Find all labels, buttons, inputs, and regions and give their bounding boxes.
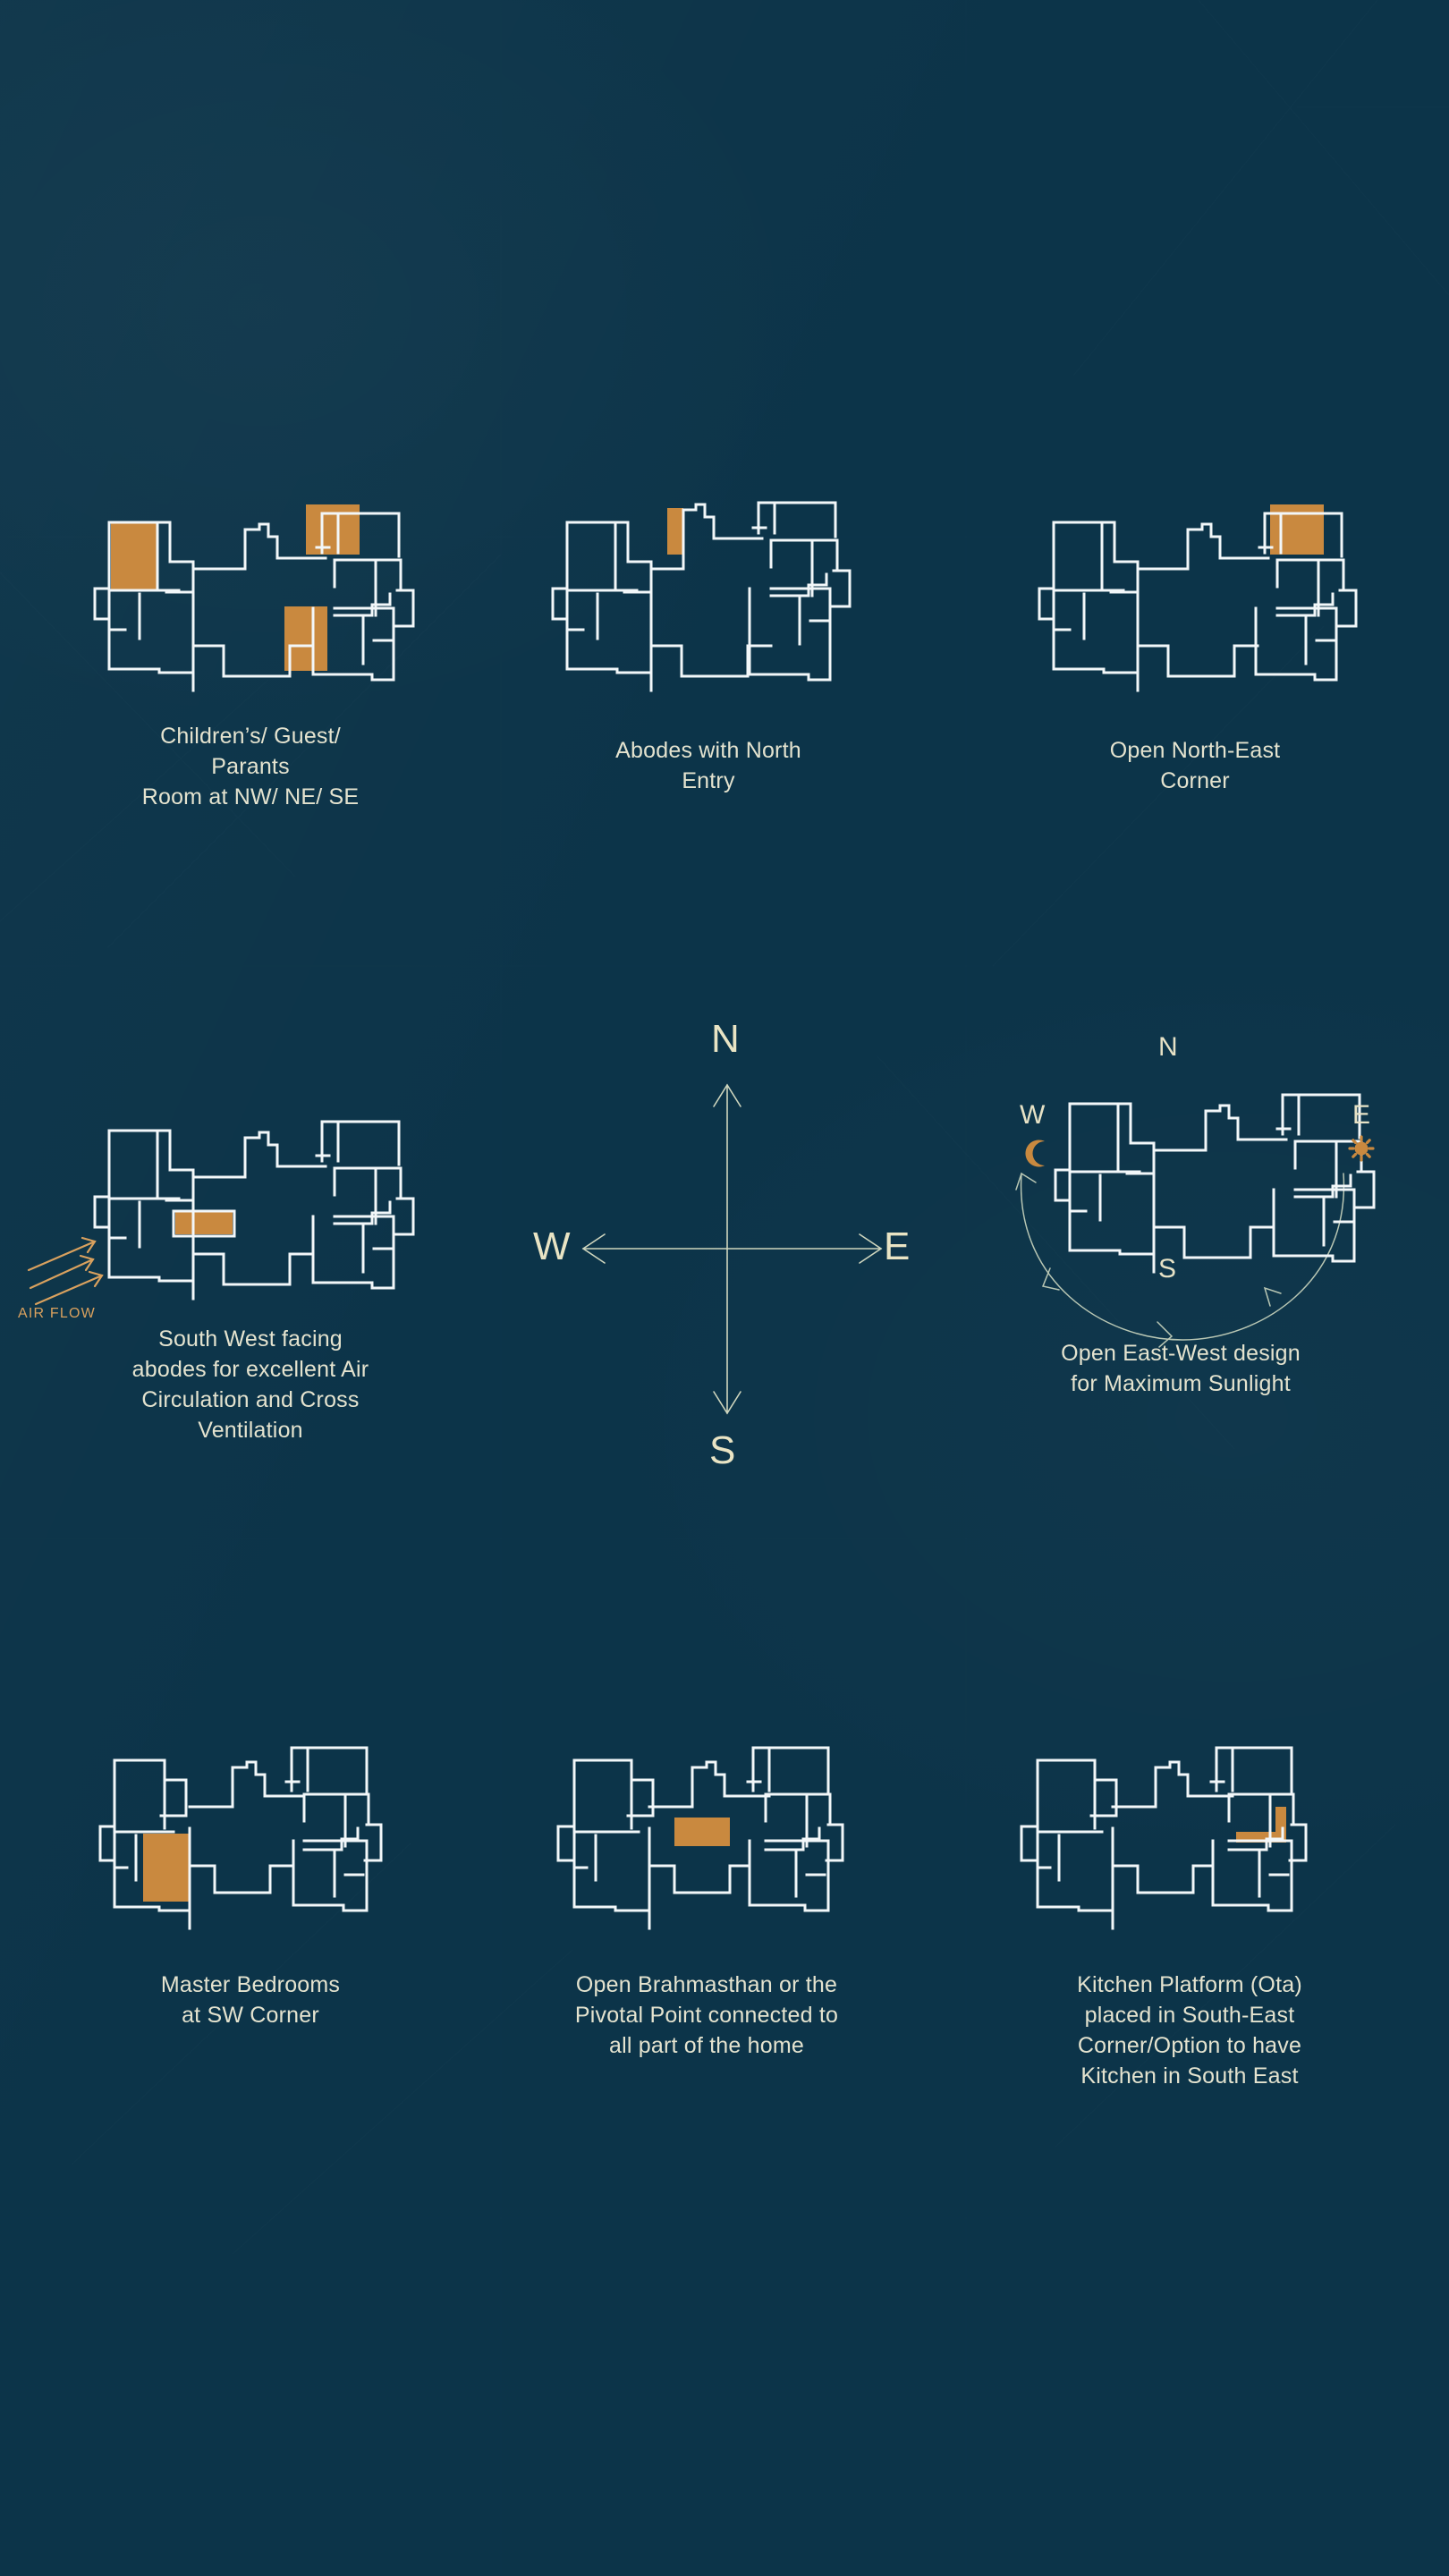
compass-label-west: W [533, 1224, 571, 1268]
caption-master-bedrooms: Master Bedrooms at SW Corner [160, 1972, 341, 2028]
ew-label-north: N [1158, 1032, 1178, 1062]
floor-plan-north-entry [547, 497, 869, 692]
compass-arrow-east [859, 1233, 883, 1264]
walls [93, 512, 415, 692]
highlight-kitchen-ota-L [1236, 1807, 1286, 1843]
walls [1038, 512, 1358, 692]
caption-children-guest-parents: Children’s/ Guest/ Parants Room at NW/ N… [141, 724, 360, 809]
floor-plan-children-guest-parents [70, 497, 431, 692]
floor-plan-open-east-west: N S W E [993, 1032, 1376, 1348]
floor-plan-open-north-east-corner [1034, 497, 1358, 692]
highlight-ne-corner-room [1270, 504, 1324, 555]
highlight-rooms [143, 1834, 190, 1902]
caption-south-west-facing: South West facing abodes for excellent A… [131, 1326, 369, 1443]
caption-open-north-east-corner: Open North-East Corner [1109, 738, 1281, 793]
compass-arrow-west [581, 1233, 606, 1264]
panel-open-east-west: N S W E Open East-West design for Maximu… [993, 1032, 1376, 1399]
highlight-ne-room [306, 504, 360, 555]
panel-open-brahmasthan: Open Brahmasthan or the Pivotal Point co… [528, 1735, 886, 2061]
compass-label-south: S [709, 1428, 736, 1472]
highlight-sw-master-bedroom [143, 1834, 190, 1902]
walls [93, 1120, 415, 1301]
caption-open-east-west: Open East-West design for Maximum Sunlig… [1061, 1341, 1301, 1396]
floor-plan-master-bedrooms [89, 1735, 411, 1930]
floor-plan-kitchen-platform [1011, 1735, 1368, 1930]
walls [1054, 1093, 1376, 1274]
panel-master-bedrooms: Master Bedrooms at SW Corner [89, 1735, 411, 2030]
compass-label-east: E [884, 1224, 911, 1268]
compass-label-north: N [711, 1017, 740, 1061]
highlight-rooms [175, 1211, 233, 1234]
highlight-nw-room [111, 522, 157, 590]
sun-icon [1348, 1135, 1375, 1162]
moon-icon [1025, 1140, 1045, 1167]
compass-arrow-south [713, 1391, 741, 1415]
walls [1020, 1746, 1308, 1930]
ew-label-west: W [1020, 1100, 1046, 1130]
highlight-north-entry-bar [667, 508, 683, 555]
highlight-rooms [1236, 1807, 1286, 1843]
walls [556, 1746, 844, 1930]
sun-path-arc [1015, 1172, 1345, 1348]
highlight-rooms [674, 1818, 730, 1846]
highlight-sw-ventilation-block [175, 1211, 233, 1234]
airflow-label: AIR FLOW [18, 1306, 96, 1321]
caption-open-brahmasthan: Open Brahmasthan or the Pivotal Point co… [574, 1972, 839, 2058]
compass-arrow-north [713, 1083, 741, 1107]
panel-north-entry: Abodes with North Entry [547, 497, 869, 796]
caption-north-entry: Abodes with North Entry [615, 738, 801, 793]
highlight-rooms [1270, 504, 1324, 555]
panel-children-guest-parents: Children’s/ Guest/ Parants Room at NW/ N… [70, 497, 431, 812]
highlight-se-room [284, 606, 327, 671]
airflow-arrows [27, 1236, 104, 1306]
highlight-brahmasthan-block [674, 1818, 730, 1846]
panel-compass: N S W E [528, 1017, 910, 1472]
ew-label-east: E [1352, 1100, 1371, 1130]
floor-plan-south-west-facing [27, 1106, 431, 1329]
ew-label-south: S [1158, 1254, 1177, 1284]
panel-kitchen-platform: Kitchen Platform (Ota) placed in South-E… [1011, 1735, 1368, 2091]
highlight-rooms [667, 508, 683, 555]
floor-plan-open-brahmasthan [528, 1735, 886, 1930]
compass-rose [581, 1083, 883, 1415]
walls [551, 501, 852, 692]
panel-south-west-facing: AIR FLOW South West facing abodes for ex… [18, 1106, 431, 1445]
caption-kitchen-platform: Kitchen Platform (Ota) placed in South-E… [1077, 1972, 1302, 2089]
walls [98, 1746, 383, 1930]
panel-open-north-east-corner: Open North-East Corner [1034, 497, 1358, 796]
